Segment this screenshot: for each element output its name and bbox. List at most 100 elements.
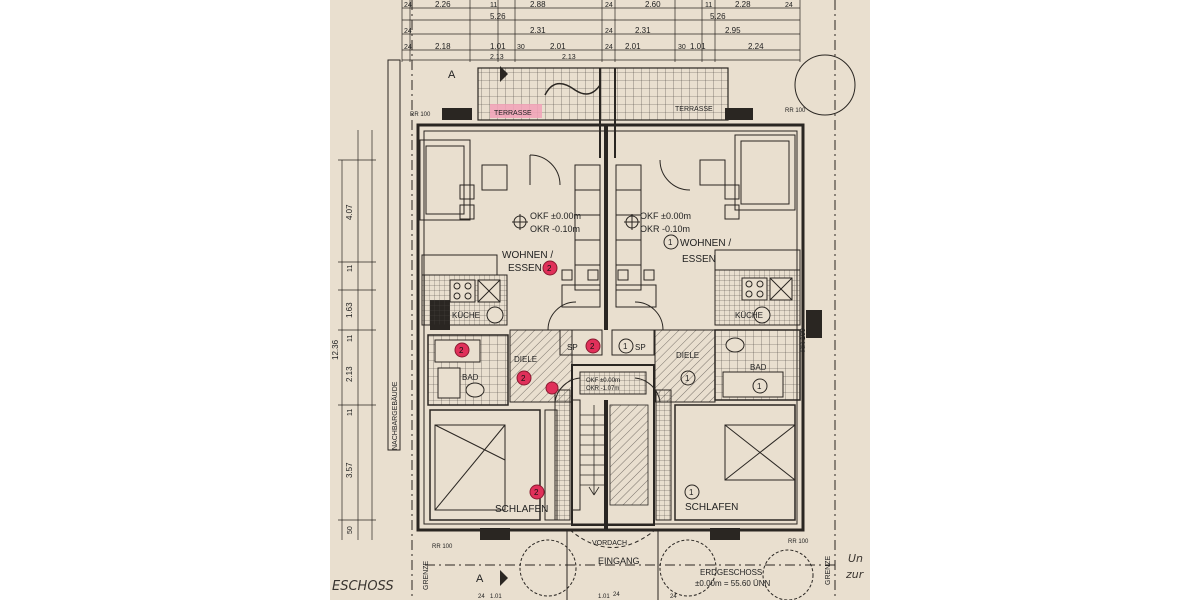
- dim-top-r4-g: 2.01: [625, 42, 641, 51]
- unit-1-markers: [618, 234, 768, 500]
- dim-left-3-57: 3.57: [345, 462, 354, 478]
- dim-top-r4-d: 30: [517, 44, 525, 51]
- marker-1-bath: 1: [757, 382, 762, 391]
- floor-plan-drawing: 24 2.26 11 2.88 24 2.60 11 2.28 24 5.26 …: [331, 0, 865, 600]
- room-kitchen-left: KÜCHE: [452, 311, 480, 320]
- dim-top-r2-a: 5.26: [490, 12, 506, 21]
- bedroom-left: [429, 409, 558, 521]
- dim-top-r5-b: 2.13: [562, 54, 576, 61]
- dim-bottom-a: 24: [478, 594, 485, 600]
- room-bath-right: BAD: [750, 363, 767, 372]
- dim-top-r1-h: 2.28: [735, 0, 751, 9]
- dim-top-r1-d: 2.88: [530, 0, 546, 9]
- rr-label-top-left: RR 100: [410, 112, 431, 118]
- floor-title: ERDGESCHOSS: [700, 568, 762, 577]
- room-bath-left: BAD: [462, 373, 479, 382]
- dim-top-r4-j: 2.24: [748, 42, 764, 51]
- room-living-right-2: ESSEN: [682, 254, 716, 265]
- kitchen-left: [421, 274, 508, 326]
- level-okr-left: OKR -0.10m: [530, 224, 580, 234]
- bedroom-right: [674, 404, 796, 521]
- canopy-label: VORDACH: [592, 540, 627, 547]
- dim-left-2-13: 2.13: [345, 366, 354, 382]
- section-marker-bottom: A: [476, 573, 484, 585]
- unit-2-markers: [454, 260, 601, 500]
- terrace-highlight: [490, 104, 542, 118]
- rr-label-right-side: RR 100: [800, 328, 807, 352]
- dim-top-r2-b: 5.26: [710, 12, 726, 21]
- dim-top-r4-e: 2.01: [550, 42, 566, 51]
- dim-top-r3-c: 24: [605, 28, 613, 35]
- building-outer-wall: [416, 123, 805, 532]
- marker-1-living: 1: [668, 238, 673, 247]
- dim-top-r4-c: 1.01: [490, 42, 506, 51]
- boundary-label-right: GRENZE: [825, 556, 832, 586]
- level-okf-left: OKF ±0.00m: [530, 211, 581, 221]
- dim-bottom-b: 1.01: [490, 594, 502, 600]
- dimension-lines-left: [338, 130, 376, 540]
- marker-2-bath: 2: [459, 346, 464, 355]
- dim-left-total: 12.36: [331, 339, 340, 360]
- dim-left-11-c: 11: [347, 409, 354, 416]
- room-living-left-1: WOHNEN /: [502, 250, 553, 261]
- dim-top-r3-b: 2.31: [530, 26, 546, 35]
- section-marker-top: A: [448, 69, 456, 81]
- tree-symbol-bottom-left: [519, 539, 577, 597]
- dim-top-r3-d: 2.31: [635, 26, 651, 35]
- handwritten-note-1: Un: [848, 552, 863, 565]
- canopy-outline: [569, 529, 656, 548]
- dim-left-4-07: 4.07: [345, 204, 354, 220]
- dim-top-r4-b: 2.18: [435, 42, 451, 51]
- dimension-lines-top: [401, 0, 801, 62]
- dim-top-r1-a: 24: [404, 2, 412, 9]
- rr-label-top-right: RR 100: [785, 108, 806, 114]
- room-hall-right: DIELE: [676, 351, 699, 360]
- handwritten-note-2: zur: [845, 568, 865, 581]
- room-kitchen-right: KÜCHE: [735, 311, 763, 320]
- dim-bottom-d: 1.01: [598, 594, 610, 600]
- sheet-label-geschoss: ESCHOSS: [332, 579, 394, 594]
- marker-1-storage: 1: [623, 342, 628, 351]
- dim-top-r1-g: 11: [705, 2, 712, 9]
- dim-left-50: 50: [347, 526, 354, 534]
- floor-plan-sheet: 24 2.26 11 2.88 24 2.60 11 2.28 24 5.26 …: [330, 0, 870, 600]
- dim-top-r5-a: 2.13: [490, 54, 504, 61]
- dim-left-1-63: 1.63: [345, 302, 354, 318]
- dim-top-r4-f: 24: [605, 44, 613, 51]
- marker-2-bedroom: 2: [534, 488, 539, 497]
- room-living-left-2: ESSEN: [508, 263, 542, 274]
- terrace-label-right: TERRASSE: [675, 106, 713, 113]
- marker-1-bedroom: 1: [689, 488, 694, 497]
- dim-top-r1-c: 11: [490, 2, 497, 9]
- elevation-reference: ±0.00m = 55.60 ÜNN: [695, 579, 771, 588]
- room-bedroom-left: SCHLAFEN: [495, 504, 548, 515]
- rr-label-bottom-right: RR 100: [788, 539, 809, 545]
- dim-top-r3-a: 24: [404, 28, 412, 35]
- marker-2-living: 2: [547, 264, 552, 273]
- level-okf-stair: OKF ±0.00m: [586, 378, 620, 384]
- kitchen-right: [714, 269, 801, 326]
- boundary-label-left: GRENZE: [423, 561, 430, 591]
- tree-symbol-bottom-right: [762, 549, 814, 600]
- stair-treads: [579, 404, 649, 506]
- dim-left-11-a: 11: [347, 265, 354, 272]
- entrance-label: EINGANG: [598, 556, 640, 566]
- dim-left-11-b: 11: [347, 335, 354, 342]
- neighbour-building-label: NACHBARGEBÄUDE: [391, 381, 399, 450]
- right-unit-furniture: [615, 134, 801, 331]
- level-okr-right: OKR -0.10m: [640, 224, 690, 234]
- dim-top-r1-b: 2.26: [435, 0, 451, 9]
- dim-top-r1-e: 24: [605, 2, 613, 9]
- marker-2-hall: 2: [521, 374, 526, 383]
- room-living-right-1: WOHNEN /: [680, 238, 731, 249]
- dim-top-r1-f: 2.60: [645, 0, 661, 9]
- marker-2-storage: 2: [590, 342, 595, 351]
- dim-bottom-c: 24: [613, 592, 620, 598]
- tree-symbol-bottom-mid: [659, 539, 717, 597]
- dim-top-r4-i: 1.01: [690, 42, 706, 51]
- dim-top-r4-h: 30: [678, 44, 686, 51]
- room-bedroom-right: SCHLAFEN: [685, 502, 738, 513]
- rr-label-bottom-left: RR 100: [432, 544, 453, 550]
- dim-bottom-e: 24: [670, 594, 677, 600]
- dim-top-r4-a: 24: [404, 44, 412, 51]
